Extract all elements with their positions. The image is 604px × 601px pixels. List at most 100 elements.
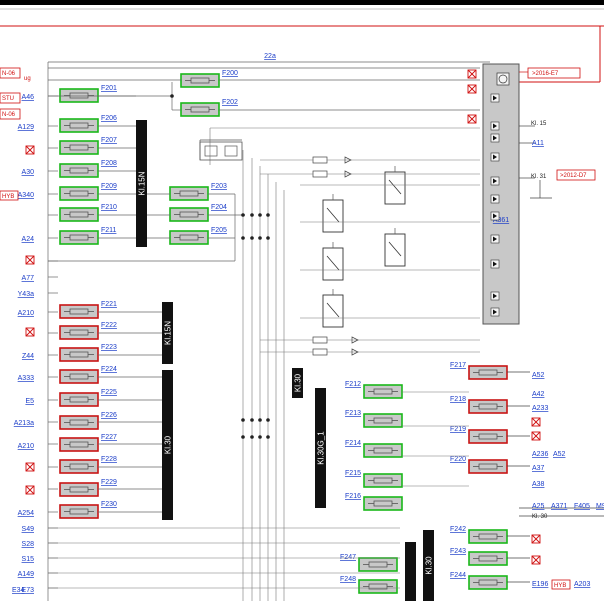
fuse-F223[interactable] [59, 347, 99, 362]
fuse-F219[interactable] [468, 429, 508, 444]
connector-A77[interactable]: A77 [22, 275, 35, 282]
fuse-F216[interactable] [363, 496, 403, 511]
fuse-F228[interactable] [59, 459, 99, 474]
fuse-F215[interactable] [363, 473, 403, 488]
connector-A38[interactable]: A38 [532, 481, 545, 488]
sheet-reference-link[interactable]: 22a [264, 53, 276, 60]
fuse-label[interactable]: F200 [222, 70, 238, 77]
fuse-label[interactable]: F205 [211, 227, 227, 234]
connector-A203[interactable]: A203 [574, 581, 590, 588]
fuse-F244[interactable] [468, 575, 508, 590]
connector-A52[interactable]: A52 [532, 372, 545, 379]
connector-S15[interactable]: S15 [22, 556, 35, 563]
fuse-label[interactable]: F227 [101, 434, 117, 441]
fuse-label[interactable]: F244 [450, 572, 466, 579]
connector-A371[interactable]: A371 [551, 503, 567, 510]
connector-A42[interactable]: A42 [532, 391, 545, 398]
connector-Z44[interactable]: Z44 [22, 353, 34, 360]
fuse-label[interactable]: F242 [450, 526, 466, 533]
fuse-F200[interactable] [180, 73, 220, 88]
connector-M9[interactable]: M9 [596, 503, 604, 510]
fuse-F222[interactable] [59, 325, 99, 340]
fuse-label[interactable]: F219 [450, 426, 466, 433]
fuse-label[interactable]: F228 [101, 456, 117, 463]
connector-Y43a[interactable]: Y43a [18, 291, 34, 298]
fuse-label[interactable]: F213 [345, 410, 361, 417]
control-module-a361[interactable] [482, 63, 520, 325]
connector-A129[interactable]: A129 [18, 124, 34, 131]
connector-A30[interactable]: A30 [22, 169, 35, 176]
fuse-F218[interactable] [468, 399, 508, 414]
fuse-label[interactable]: F225 [101, 389, 117, 396]
fuse-label[interactable]: F222 [101, 322, 117, 329]
connector-A37[interactable]: A37 [532, 465, 545, 472]
connector-F405[interactable]: F405 [574, 503, 590, 510]
fuse-F201[interactable] [59, 88, 99, 103]
fuse-F213[interactable] [363, 413, 403, 428]
fuse-label[interactable]: F226 [101, 412, 117, 419]
connector-A210[interactable]: A210 [18, 443, 34, 450]
fuse-F230[interactable] [59, 504, 99, 519]
fuse-F229[interactable] [59, 482, 99, 497]
connector-A254[interactable]: A254 [18, 510, 34, 517]
connector-A11[interactable]: A11 [532, 140, 544, 147]
fuse-label[interactable]: F243 [450, 548, 466, 555]
module-label[interactable]: A361 [493, 217, 509, 224]
connector-A210[interactable]: A210 [18, 310, 34, 317]
fuse-F221[interactable] [59, 304, 99, 319]
fuse-label[interactable]: F217 [450, 362, 466, 369]
fuse-F227[interactable] [59, 437, 99, 452]
fuse-F208[interactable] [59, 163, 99, 178]
fuse-label[interactable]: F218 [450, 396, 466, 403]
fuse-F204[interactable] [169, 207, 209, 222]
fuse-label[interactable]: F206 [101, 115, 117, 122]
connector-A213a[interactable]: A213a [14, 420, 34, 427]
fuse-label[interactable]: F201 [101, 85, 117, 92]
fuse-label[interactable]: F223 [101, 344, 117, 351]
fuse-F217[interactable] [468, 365, 508, 380]
fuse-F242[interactable] [468, 529, 508, 544]
fuse-F224[interactable] [59, 369, 99, 384]
fuse-F225[interactable] [59, 392, 99, 407]
fuse-F220[interactable] [468, 459, 508, 474]
fuse-F211[interactable] [59, 230, 99, 245]
fuse-label[interactable]: F215 [345, 470, 361, 477]
fuse-label[interactable]: F248 [340, 576, 356, 583]
fuse-F207[interactable] [59, 140, 99, 155]
connector-A24[interactable]: A24 [22, 236, 35, 243]
fuse-label[interactable]: F214 [345, 440, 361, 447]
connector-A52[interactable]: A52 [553, 451, 566, 458]
connector-A333[interactable]: A333 [18, 375, 34, 382]
fuse-F248[interactable] [358, 579, 398, 594]
fuse-label[interactable]: F209 [101, 183, 117, 190]
connector-A233[interactable]: A233 [532, 405, 548, 412]
fuse-label[interactable]: F210 [101, 204, 117, 211]
connector-E73[interactable]: E73 [22, 587, 35, 594]
fuse-label[interactable]: F203 [211, 183, 227, 190]
connector-A149[interactable]: A149 [18, 571, 34, 578]
fuse-label[interactable]: F247 [340, 554, 356, 561]
connector-A340[interactable]: A340 [18, 192, 34, 199]
fuse-label[interactable]: F204 [211, 204, 227, 211]
fuse-label[interactable]: F220 [450, 456, 466, 463]
fuse-label[interactable]: F224 [101, 366, 117, 373]
fuse-F243[interactable] [468, 551, 508, 566]
connector-E34[interactable]: E34 [12, 587, 25, 594]
fuse-F212[interactable] [363, 384, 403, 399]
fuse-F226[interactable] [59, 415, 99, 430]
fuse-F206[interactable] [59, 118, 99, 133]
fuse-label[interactable]: F202 [222, 99, 238, 106]
fuse-label[interactable]: F208 [101, 160, 117, 167]
fuse-label[interactable]: F230 [101, 501, 117, 508]
fuse-label[interactable]: F229 [101, 479, 117, 486]
fuse-label[interactable]: F211 [101, 227, 117, 234]
fuse-F202[interactable] [180, 102, 220, 117]
fuse-label[interactable]: F207 [101, 137, 117, 144]
fuse-label[interactable]: F216 [345, 493, 361, 500]
connector-E196[interactable]: E196 [532, 581, 548, 588]
connector-A25[interactable]: A25 [532, 503, 545, 510]
fuse-F209[interactable] [59, 186, 99, 201]
fuse-label[interactable]: F212 [345, 381, 361, 388]
connector-S49[interactable]: S49 [22, 526, 35, 533]
fuse-label[interactable]: F221 [101, 301, 117, 308]
